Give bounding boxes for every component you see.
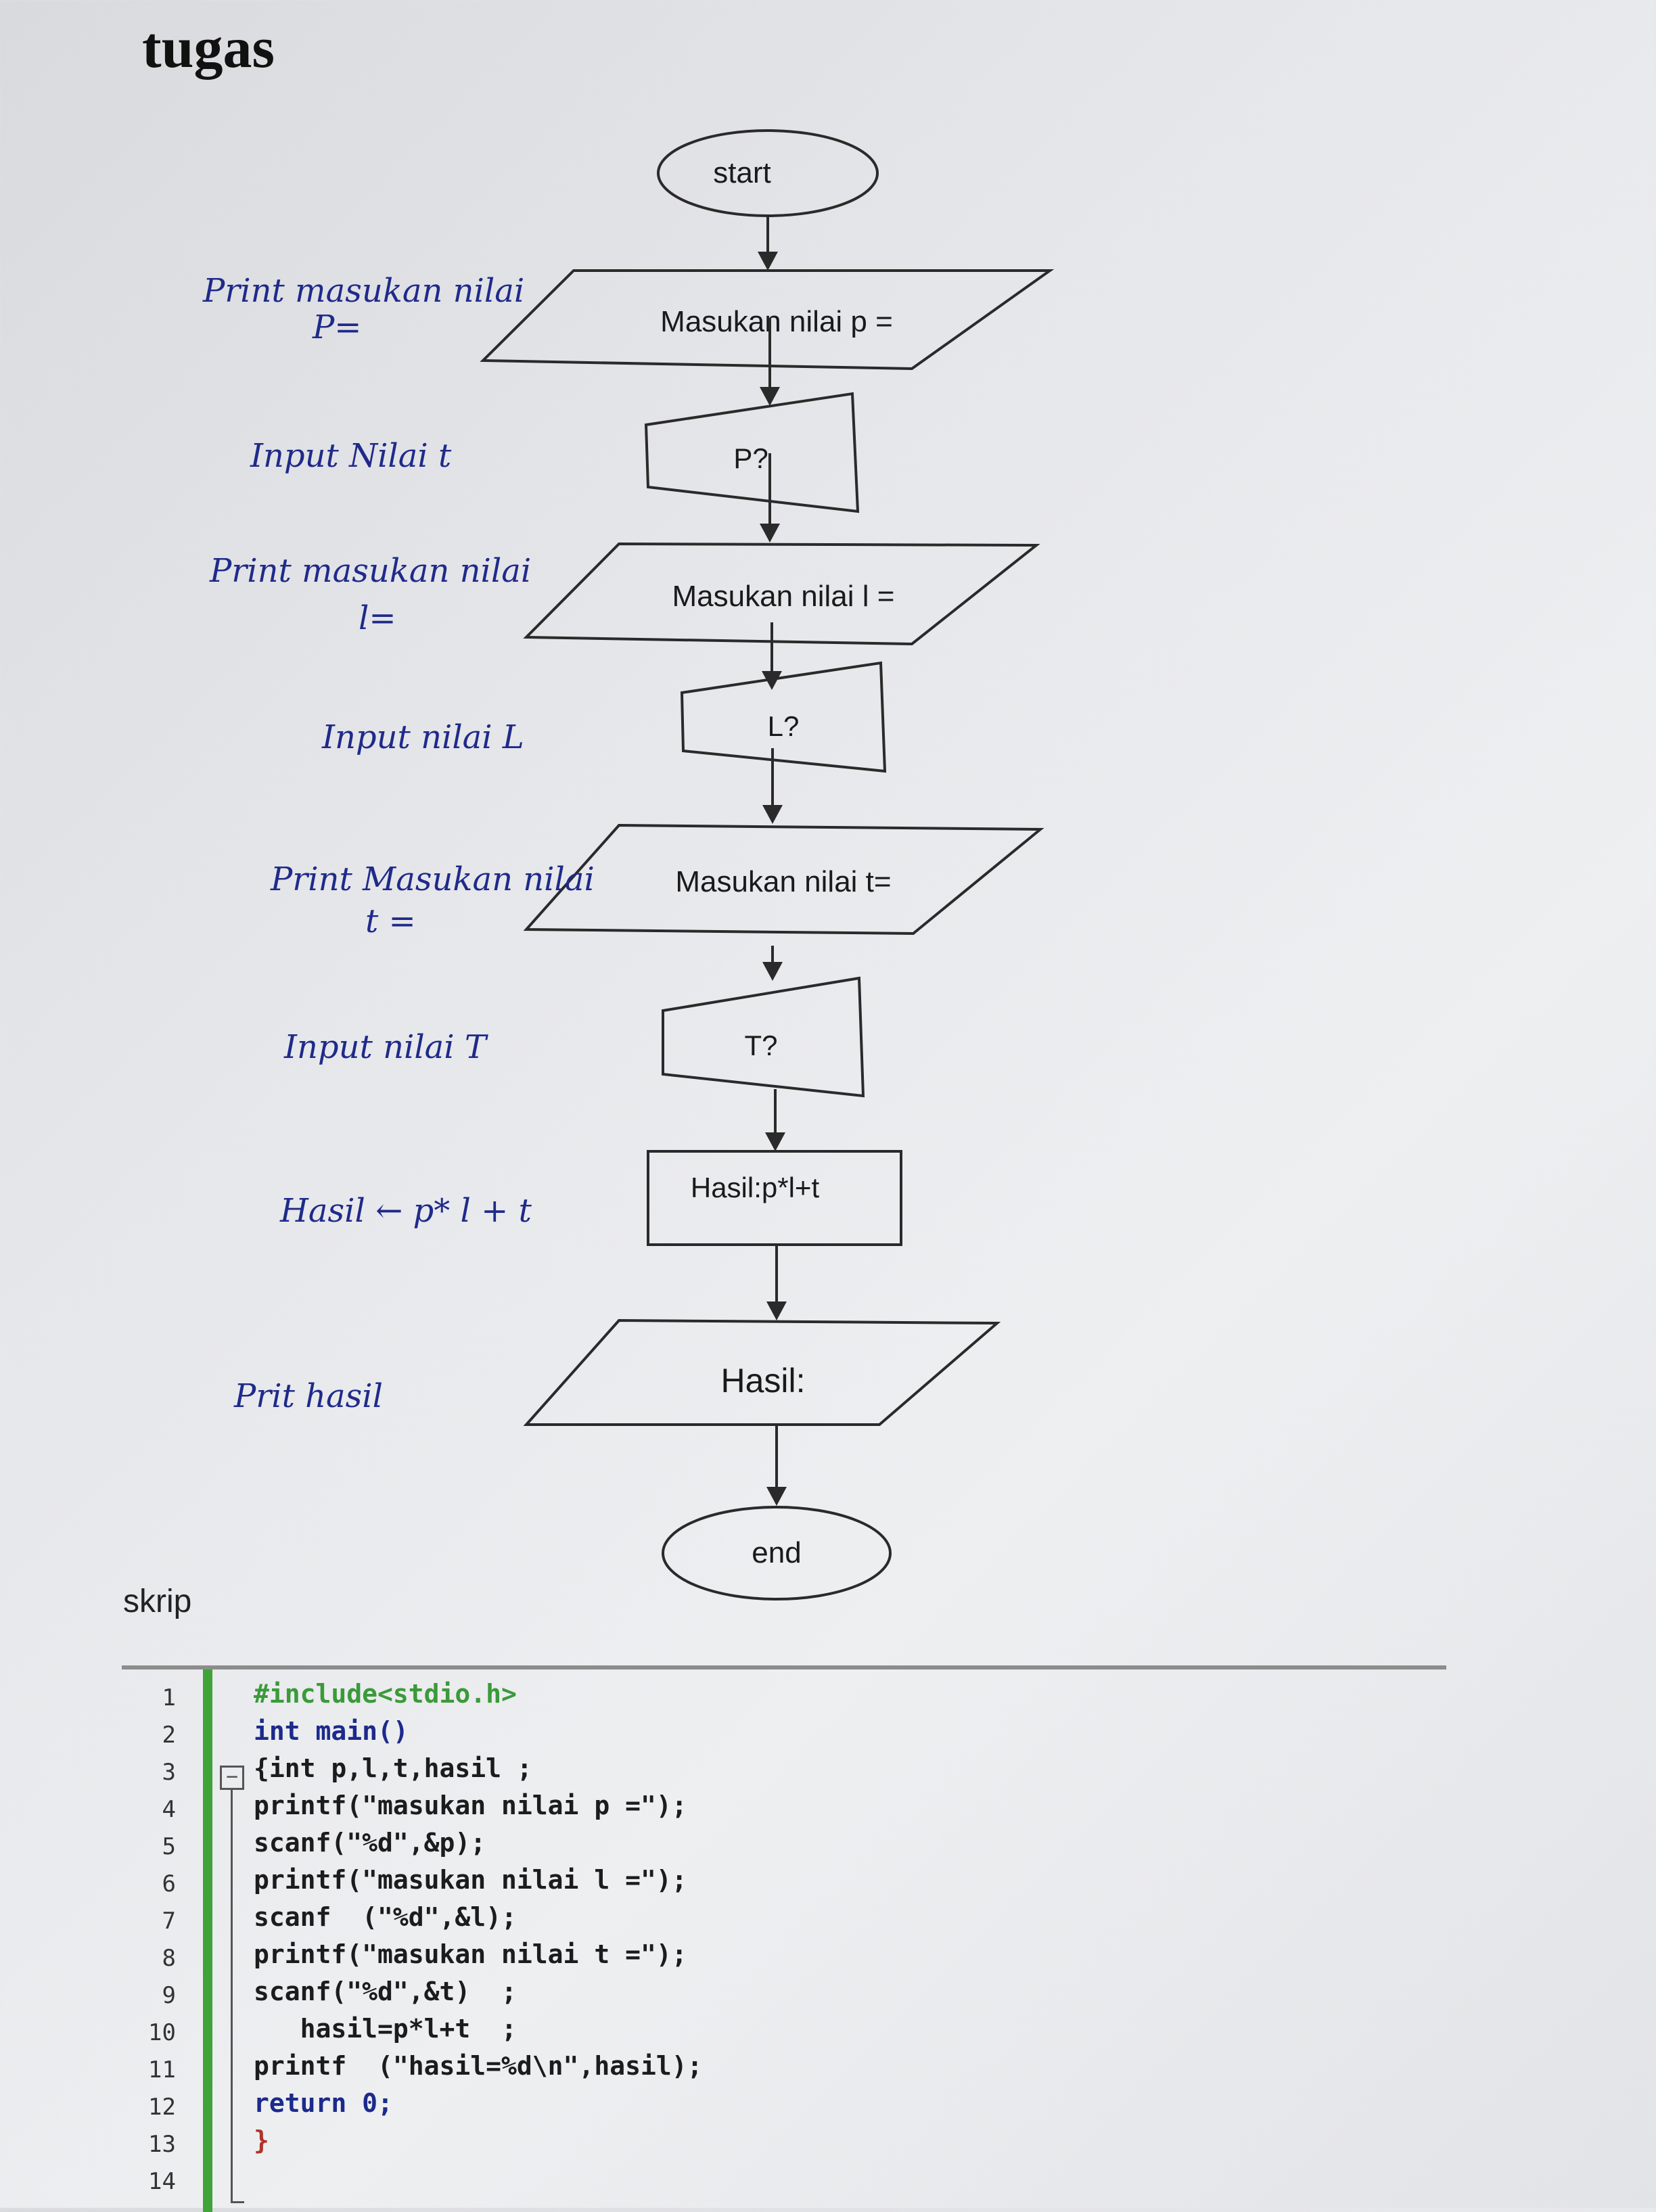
section-label-skrip: skrip <box>123 1584 192 1619</box>
page-title: tugas <box>142 15 275 80</box>
code-line: int main() <box>254 1716 409 1746</box>
code-line: printf("masukan nilai t ="); <box>254 1939 687 1969</box>
handwritten-note: Print Masukan nilai <box>270 860 595 898</box>
process-box-hasil <box>647 1150 902 1246</box>
line-number: 3 <box>162 1759 176 1786</box>
handwritten-note: P= <box>312 308 362 346</box>
line-number: 11 <box>148 2056 176 2083</box>
arrowhead <box>762 962 783 981</box>
line-number: 2 <box>162 1722 176 1749</box>
input-text-p: P? <box>733 442 768 474</box>
change-marker-bar <box>203 1669 212 2212</box>
fold-toggle-icon[interactable]: − <box>220 1766 244 1790</box>
arrowhead <box>762 805 783 824</box>
handwritten-note: Prit hasil <box>233 1377 383 1415</box>
line-number-gutter: 1 2 3 4 5 6 7 8 9 10 11 12 13 14 <box>122 1669 196 2212</box>
flowchart: start Masukan nilai p = P? Masukan nilai… <box>202 129 1055 1600</box>
handwritten-note: l= <box>359 599 396 637</box>
io-shape-print-hasil <box>523 1318 1001 1426</box>
arrowhead <box>766 1487 787 1506</box>
line-number: 9 <box>162 1982 176 2009</box>
end-text: end <box>752 1536 801 1569</box>
line-number: 1 <box>162 1684 176 1711</box>
handwritten-note: Input nilai T <box>283 1028 488 1066</box>
code-line: printf("masukan nilai l ="); <box>254 1865 687 1895</box>
code-line: hasil=p*l+t ; <box>254 2014 517 2044</box>
input-shape-l <box>680 661 887 773</box>
code-line: return 0; <box>254 2088 393 2118</box>
handwritten-note: Print masukan nilai <box>209 552 531 590</box>
handwritten-note: Print masukan nilai <box>202 272 524 310</box>
arrowhead <box>758 252 778 271</box>
line-number: 7 <box>162 1908 176 1935</box>
input-text-l: L? <box>768 710 800 742</box>
io-shape-print-l <box>523 542 1040 646</box>
arrowhead <box>760 524 780 543</box>
handwritten-note: Hasil ← p* l + t <box>279 1192 532 1230</box>
line-number: 5 <box>162 1833 176 1860</box>
fold-guide-end <box>231 2201 244 2203</box>
start-text: start <box>713 156 771 189</box>
code-line: scanf("%d",&t) ; <box>254 1977 517 2006</box>
handwritten-note: Input nilai L <box>321 718 524 756</box>
handwritten-note: Input Nilai t <box>250 437 452 475</box>
input-shape-p <box>644 392 860 513</box>
line-number: 14 <box>148 2168 176 2195</box>
input-shape-t <box>662 976 865 1098</box>
fold-guide-line <box>231 1790 233 2201</box>
code-line: scanf ("%d",&l); <box>254 1902 517 1932</box>
line-number: 12 <box>148 2094 176 2121</box>
code-block: 1 2 3 4 5 6 7 8 9 10 11 12 13 14 − #incl… <box>122 1665 1446 2212</box>
end-terminal <box>662 1506 892 1600</box>
code-line: } <box>254 2125 269 2155</box>
io-text-print-hasil: Hasil: <box>720 1362 805 1400</box>
line-number: 8 <box>162 1945 176 1972</box>
arrowhead <box>766 1301 787 1320</box>
io-text-print-p: Masukan nilai p = <box>660 305 893 338</box>
code-line: printf("masukan nilai p ="); <box>254 1791 687 1820</box>
line-number: 13 <box>148 2131 176 2158</box>
line-number: 10 <box>148 2019 176 2046</box>
input-text-t: T? <box>744 1030 777 1061</box>
code-line: printf ("hasil=%d\n",hasil); <box>254 2051 703 2081</box>
arrowhead <box>760 387 780 406</box>
line-number: 6 <box>162 1870 176 1897</box>
line-number: 4 <box>162 1796 176 1823</box>
io-shape-print-t <box>523 823 1044 936</box>
arrowhead <box>765 1132 785 1151</box>
io-text-print-t: Masukan nilai t= <box>675 865 891 898</box>
code-line: {int p,l,t,hasil ; <box>254 1753 532 1783</box>
io-shape-print-p <box>480 269 1055 371</box>
code-line: scanf("%d",&p); <box>254 1828 486 1858</box>
code-line: #include<stdio.h> <box>254 1679 517 1709</box>
handwritten-note: t = <box>365 902 416 940</box>
process-text-hasil: Hasil:p*l+t <box>691 1172 820 1203</box>
io-text-print-l: Masukan nilai l = <box>672 580 895 613</box>
